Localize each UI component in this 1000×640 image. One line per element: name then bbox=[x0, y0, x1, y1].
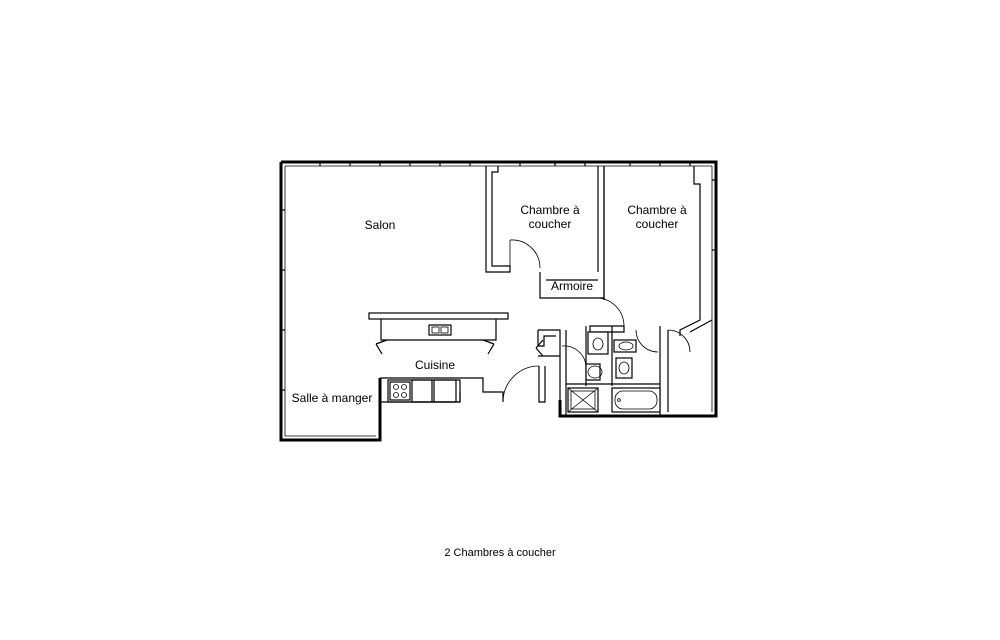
label-salon: Salon bbox=[365, 218, 396, 232]
bathrooms bbox=[561, 326, 691, 416]
bedroom-1-walls bbox=[485, 166, 605, 299]
label-cuisine: Cuisine bbox=[415, 358, 455, 372]
bedroom-2-walls bbox=[589, 166, 713, 336]
label-bedroom-2-line-1: Chambre à bbox=[627, 203, 687, 217]
label-armoire: Armoire bbox=[551, 279, 593, 293]
label-bedroom-1-line-1: Chambre à bbox=[520, 203, 580, 217]
window-marks bbox=[281, 162, 716, 391]
plan-caption: 2 Chambres à coucher bbox=[444, 547, 556, 559]
kitchen-island bbox=[368, 312, 509, 355]
label-salle-a-manger: Salle à manger bbox=[292, 391, 373, 405]
label-bedroom-2-line-2: coucher bbox=[636, 217, 679, 231]
kitchen-counter bbox=[380, 379, 461, 403]
label-bedroom-1-line-2: coucher bbox=[529, 217, 572, 231]
entry-door bbox=[502, 329, 561, 416]
